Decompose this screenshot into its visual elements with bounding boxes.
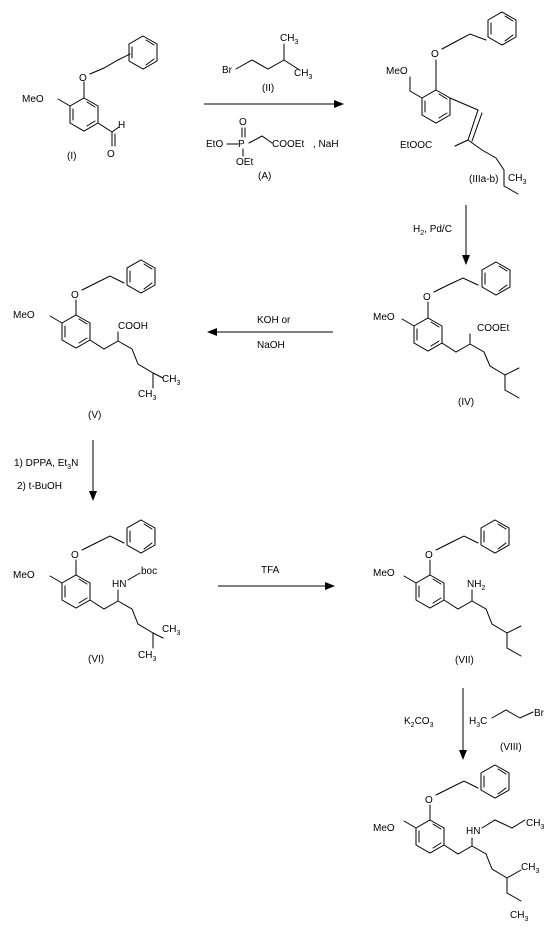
amine-label: HN (112, 579, 126, 590)
compound-label-iv: (IV) (458, 397, 474, 408)
amine-label: HN (466, 826, 480, 837)
ether-oxygen: O (425, 795, 433, 806)
compound-vi: MeO O HN boc CH3 CH3 (VI) (13, 519, 180, 665)
methoxy-label: MeO (13, 310, 35, 321)
methyl-label: CH3 (508, 173, 526, 186)
curtius-reagent-1: 1) DPPA, Et3N (14, 458, 78, 471)
ether-oxygen: O (79, 73, 87, 84)
ether-oxygen: O (71, 550, 79, 561)
compound-label-iiiab: (IIIa-b) (469, 174, 498, 185)
ether-oxygen: O (71, 290, 79, 301)
methoxy-label: MeO (373, 823, 395, 834)
acid-label: COOH (118, 321, 148, 332)
ether-oxygen: O (425, 550, 433, 561)
amine-label: NH2 (467, 579, 485, 592)
methyl-end: H3C (469, 716, 487, 729)
compound-i: MeO O O H (I) (22, 35, 158, 162)
compound-v: MeO O COOH CH3 CH3 (V) (13, 259, 180, 421)
methoxy-label: MeO (22, 94, 44, 105)
hydrolysis-reagent-1: KOH or (257, 315, 291, 326)
ether-oxygen: O (423, 292, 431, 303)
methyl-right: CH3 (294, 68, 312, 81)
compound-label-a: (A) (258, 171, 271, 182)
bromo-label: Br (222, 65, 233, 76)
arrow-vi-to-vii (218, 582, 335, 590)
ethoxy-left: EtO (206, 139, 223, 150)
ester-label: COOEt (477, 323, 509, 334)
ester-label: COOEt (272, 139, 304, 150)
reagent-viii: H3C Br (VIII) (469, 708, 545, 753)
deprotection-reagent: TFA (261, 565, 280, 576)
compound-label-i: (I) (67, 151, 76, 162)
bromo-label: Br (534, 708, 545, 719)
arrow-i-to-iii (204, 100, 344, 108)
methyl-label: CH3 (521, 862, 539, 875)
sodium-hydride: , NaH (313, 139, 339, 150)
arrow-iv-to-v (207, 328, 333, 336)
curtius-reagent-2: 2) t-BuOH (17, 481, 62, 492)
compound-label-vii: (VII) (455, 655, 474, 666)
hydrogenation-reagent: H2, Pd/C (413, 224, 452, 237)
arrow-vii-to-final (459, 688, 467, 760)
phosphoryl-oxygen: O (239, 117, 247, 128)
boc-label: boc (141, 566, 157, 577)
reagent-ii: Br CH3 CH3 (II) (222, 33, 312, 94)
arrow-iii-to-iv (462, 205, 470, 265)
propyl-methyl: CH3 (526, 818, 544, 831)
methyl-label-2: CH3 (138, 650, 156, 663)
compound-vii: MeO O NH2 (VII) (373, 519, 522, 666)
methyl-label-2: CH3 (510, 910, 528, 923)
methoxy-label: MeO (373, 568, 395, 579)
methoxy-label: MeO (386, 66, 408, 77)
ethoxy-bottom: OEt (236, 157, 253, 168)
compound-label-viii: (VIII) (500, 742, 522, 753)
phosphorus: P (238, 139, 245, 150)
reagent-a: EtO P O OEt COOEt , NaH (A) (206, 117, 339, 182)
ester-label: EtOOC (400, 140, 432, 151)
methyl-label-2: CH3 (138, 389, 156, 402)
aldehyde-oxygen: O (107, 149, 115, 160)
compound-label-vi: (VI) (88, 654, 104, 665)
methoxy-label: MeO (373, 312, 395, 323)
base-reagent: K2CO3 (404, 716, 434, 729)
methyl-label: CH3 (162, 624, 180, 637)
compound-iiiab: MeO O EtOOC CH3 (IIIa-b) (386, 11, 526, 195)
final-product: MeO O HN CH3 CH3 CH3 (373, 764, 544, 923)
compound-label-ii: (II) (262, 83, 274, 94)
methyl-top: CH3 (280, 33, 298, 46)
methoxy-label: MeO (13, 570, 35, 581)
aldehyde-hydrogen: H (118, 120, 125, 131)
methyl-label: CH3 (162, 374, 180, 387)
compound-iv: MeO O COOEt (IV) (373, 261, 520, 408)
hydrolysis-reagent-2: NaOH (257, 340, 285, 351)
arrow-v-to-vi (89, 440, 97, 501)
compound-label-v: (V) (88, 410, 101, 421)
ether-oxygen: O (431, 49, 439, 60)
